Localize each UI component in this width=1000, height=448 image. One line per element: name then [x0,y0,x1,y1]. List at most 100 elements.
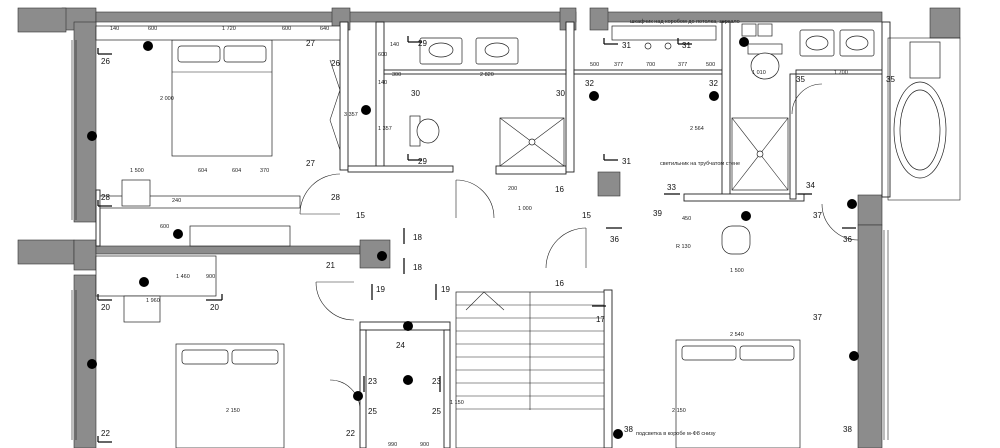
partitions [95,21,891,448]
marker-20a: 20 [101,303,110,312]
chair-top [121,179,151,207]
marker-22a: 22 [101,429,110,438]
dim-3: 1 720 [222,26,236,32]
dim-5: 640 [320,26,329,32]
partition-tub [881,21,891,198]
middle-partition [95,245,361,255]
left-stub-middle [17,239,75,265]
dim-10: 140 [378,80,387,86]
dim-1: 140 [110,26,119,32]
marker-16a: 16 [555,185,564,194]
lights [87,37,859,439]
partition-wardrobe-right [443,329,451,448]
marker-38b: 38 [843,425,852,434]
marker-31c: 31 [622,157,631,166]
partition-center [565,21,575,173]
marker-16b: 16 [555,279,564,288]
marker-38a: 38 [624,425,633,434]
dim-32: 990 [388,442,397,448]
toilet-2 [750,52,780,80]
bedroom-bottom-right [675,225,801,448]
marker-ticks [97,36,856,443]
partition-shower2-bottom [683,193,805,202]
marker-27b: 27 [306,159,315,168]
marker-35b: 35 [886,75,895,84]
partition-closet [339,21,349,171]
dim-25: 1 700 [834,70,848,76]
marker-17: 17 [596,315,605,324]
marker-23a: 23 [368,377,377,386]
bathroom-1 [409,37,565,167]
marker-26b: 26 [331,59,340,68]
marker-34: 34 [806,181,815,190]
marker-36a: 36 [610,235,619,244]
marker-29b: 29 [418,157,427,166]
dim-8: 300 [392,72,401,78]
marker-20b: 20 [210,303,219,312]
dim-20: 377 [614,62,623,68]
partition-desk [95,189,101,247]
dim-34: 1 150 [450,400,464,406]
dim-6: 140 [390,42,399,48]
dim-7: 2 820 [480,72,494,78]
marker-35a: 35 [796,75,805,84]
corner-column-top-right [929,7,961,39]
notes: шкафчик над коробом до потолка, зеркало … [630,19,740,437]
windows [71,37,961,440]
dimensions: 140 600 1 720 600 640 140 2 820 300 600 … [110,26,848,448]
armchair [721,225,751,255]
dim-29: 2 150 [226,408,240,414]
wardrobe-top [95,25,341,41]
marker-25a: 25 [368,407,377,416]
column-top-mid2 [589,7,609,31]
marker-31a: 31 [622,41,631,50]
dim-24: 1 010 [752,70,766,76]
partition-closet-right [573,69,727,75]
dim-23: 500 [706,62,715,68]
marker-28a: 28 [101,193,110,202]
dim-30: 2 150 [672,408,686,414]
dim-12: 3 357 [344,112,358,118]
marker-15a: 15 [356,211,365,220]
marker-23b: 23 [432,377,441,386]
toilet-1 [416,118,440,144]
partition-wardrobe-left [359,329,367,448]
marker-30a: 30 [411,89,420,98]
dim-17: 370 [260,168,269,174]
dim-15: 604 [198,168,207,174]
partition-vanity [383,69,567,75]
dim-33: 900 [420,442,429,448]
bedroom-top-left [95,25,341,247]
right-wall-lower [857,224,883,448]
desk-bottom [95,255,217,297]
marker-19a: 19 [376,285,385,294]
marker-26a: 26 [101,57,110,66]
marker-29a: 29 [418,39,427,48]
dim-31: 2 540 [730,332,744,338]
dim-35: 200 [508,186,517,192]
left-wall-upper [73,21,97,223]
corridor-column [597,171,621,197]
marker-32a: 32 [585,79,594,88]
top-left-stub [17,7,67,33]
dim-9: 600 [378,52,387,58]
partition-bath-bottom [347,165,454,173]
dim-40: 900 [206,274,215,280]
dim-18: 1 000 [518,206,532,212]
marker-21: 21 [326,261,335,270]
dim-39: 1 460 [176,274,190,280]
partition-bath-left [375,21,385,171]
master-bath [799,29,947,179]
radius-label: R 130 [676,244,691,250]
dim-27: 1 500 [730,268,744,274]
dim-26: 2 564 [690,126,704,132]
shelf [611,25,717,41]
dim-14: 1 500 [130,168,144,174]
partition-master-bath [789,73,797,200]
bottom-note: подсветка в коробе м-Ф8 снизу [636,431,716,437]
dim-16: 604 [232,168,241,174]
toilet-tank-2 [747,43,783,55]
dim-19: 500 [590,62,599,68]
marker-31b: 31 [682,41,691,50]
cabinet-note: шкафчик над коробом до потолка, зеркало [630,19,740,25]
